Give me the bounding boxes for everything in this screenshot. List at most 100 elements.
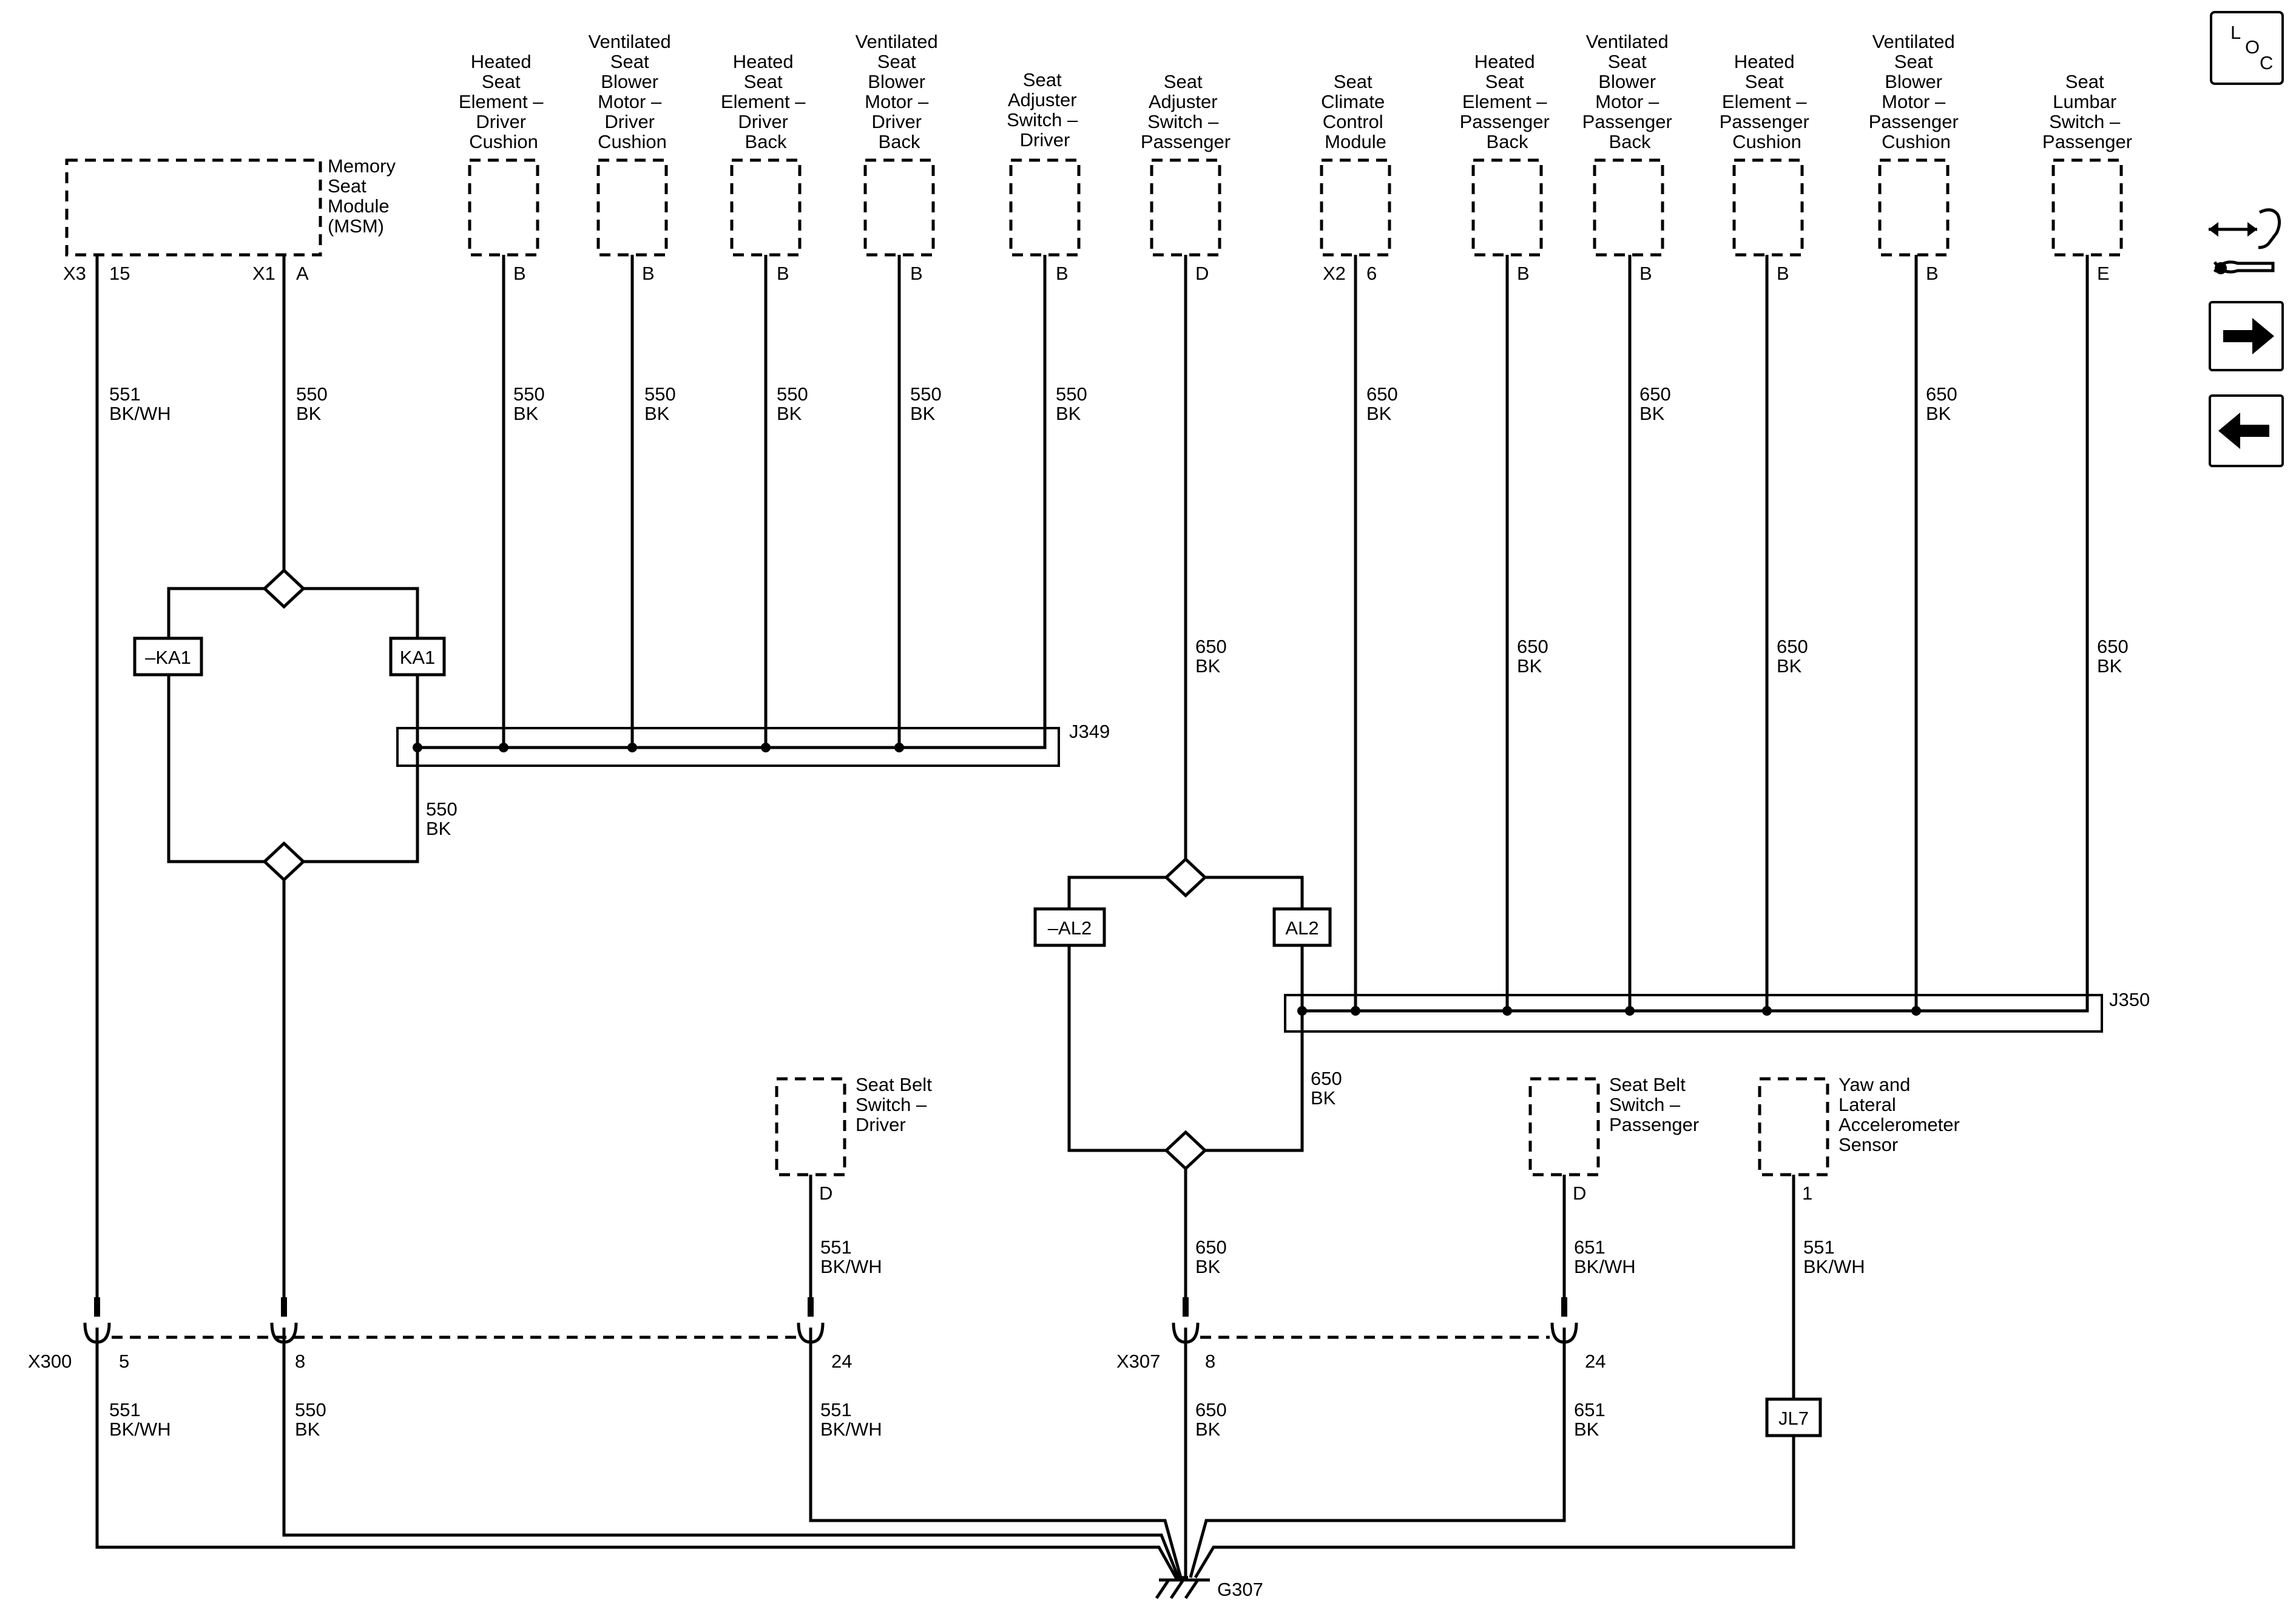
wrench-connector-icon[interactable]: [2209, 208, 2281, 274]
tag-ka1-neg-box: [133, 636, 203, 677]
x307-pin-24-label: 24: [1585, 1351, 1606, 1372]
adj-pass-box: [1150, 158, 1221, 257]
pin-climate-conn: X2: [1323, 263, 1346, 284]
msm-label: Memory Seat Module (MSM): [328, 155, 401, 237]
splice-diamonds: [262, 568, 1207, 1171]
x300-pin-5: [83, 1297, 111, 1344]
x307-pin-8: [1172, 1297, 1200, 1344]
next-arrow-button[interactable]: [2209, 301, 2284, 371]
tag-ka1-box: [389, 636, 446, 677]
ground-g307: G307: [1155, 1578, 1263, 1600]
x307-label: X307: [1116, 1351, 1160, 1372]
vb-pass-back-label: Ventilated Seat Blower Motor – Passenger…: [1582, 31, 1678, 152]
hs-pass-back-label: Heated Seat Element – Passenger Back: [1460, 51, 1555, 152]
tag-ka1: KA1: [400, 647, 436, 668]
pin-vb-pass-cush: B: [1926, 263, 1939, 284]
splice-tags: –KA1 KA1 –AL2 AL2 JL7: [133, 636, 1822, 1437]
adj-drv-label: Seat Adjuster Switch – Driver: [1007, 69, 1083, 150]
j350-dots: [1297, 1006, 1921, 1016]
splice-al2-bottom: [1164, 1130, 1207, 1171]
wire-lumbar: [1302, 255, 2089, 1013]
j350-dot-al2: [1297, 1006, 1307, 1016]
tag-al2: AL2: [1285, 917, 1319, 939]
wire-x300-24-ground: [809, 1328, 1183, 1578]
loc-letter-o: O: [2245, 36, 2260, 58]
vb-pass-cush-label: Ventilated Seat Blower Motor – Passenger…: [1869, 31, 1964, 152]
j350-dot-1: [1351, 1006, 1360, 1016]
x307-pin-8-label: 8: [1205, 1351, 1215, 1372]
wire-ka1-left: [167, 675, 266, 863]
yaw-label: Yaw and Lateral Accelerometer Sensor: [1838, 1074, 1965, 1155]
wire-ka1-right: [302, 675, 419, 863]
ground-hatch-3: [1184, 1579, 1200, 1599]
wire-al2-left: [1067, 945, 1167, 1152]
junctions: J349 J350: [396, 721, 2150, 1033]
vb-pass-cush-box: [1878, 158, 1950, 257]
inline-connectors: X300 5 8 24 X307 8 24: [28, 1297, 1606, 1372]
vb-drv-back-box: [863, 158, 935, 257]
x300-pin-5-label: 5: [119, 1351, 129, 1372]
j349-dots: [413, 743, 904, 752]
j349-dot-3: [761, 743, 771, 752]
pin-vb-drv-back: B: [910, 263, 923, 284]
climate-label: Seat Climate Control Module: [1321, 71, 1390, 152]
x307-pin-24: [1550, 1297, 1578, 1344]
belt-drv-box: [775, 1077, 846, 1176]
component-boxes: [65, 158, 2123, 1176]
hs-drv-back-box: [730, 158, 802, 257]
splice-ka1-bottom: [262, 841, 306, 882]
pin-hs-drv-back: B: [777, 263, 789, 284]
pin-labels: X3 15 X1 A B B B B B D X2 6 B B B B E D …: [63, 263, 2110, 1204]
j350-label: J350: [2109, 989, 2150, 1010]
j349-box: [396, 727, 1060, 767]
climate-box: [1320, 158, 1391, 257]
wire-adj-drv: [417, 255, 1047, 749]
lumbar-box: [2051, 158, 2123, 257]
ground-hatch-1: [1155, 1579, 1170, 1599]
x300-pin-24: [797, 1297, 825, 1344]
lumbar-label: Seat Lumbar Switch – Passenger: [2042, 71, 2132, 152]
j349-dot-ka1: [413, 743, 422, 752]
pin-vb-pass-back: B: [1639, 263, 1652, 284]
pin-belt-drv: D: [819, 1183, 832, 1204]
tag-jl7: JL7: [1778, 1408, 1809, 1429]
pin-vb-drv-cush: B: [642, 263, 655, 284]
pin-msm-x1: A: [296, 263, 309, 284]
wire-al2-right: [1204, 945, 1304, 1152]
arrow-right-icon: [2223, 318, 2274, 354]
hs-drv-back-label: Heated Seat Element – Driver Back: [721, 51, 811, 152]
hs-pass-cush-box: [1732, 158, 1804, 257]
x300-label: X300: [28, 1351, 72, 1372]
prev-arrow-button[interactable]: [2209, 394, 2284, 467]
j350-dot-4: [1762, 1006, 1772, 1016]
side-nav: L O C: [2209, 11, 2284, 467]
hs-drv-cush-label: Heated Seat Element – Driver Cushion: [459, 51, 549, 152]
wire-ka1-top-right: [302, 587, 419, 655]
vb-drv-cush-label: Ventilated Seat Blower Motor – Driver Cu…: [589, 31, 677, 152]
wire-ka1-top-left: [167, 587, 266, 655]
loc-button[interactable]: L O C: [2210, 11, 2284, 85]
pin-belt-pass: D: [1573, 1183, 1586, 1204]
x300-pin-8: [270, 1297, 298, 1344]
wire-x307-24-ground: [1189, 1328, 1566, 1578]
belt-drv-label: Seat Belt Switch – Driver: [856, 1074, 937, 1135]
adj-pass-label: Seat Adjuster Switch – Passenger: [1141, 71, 1231, 152]
